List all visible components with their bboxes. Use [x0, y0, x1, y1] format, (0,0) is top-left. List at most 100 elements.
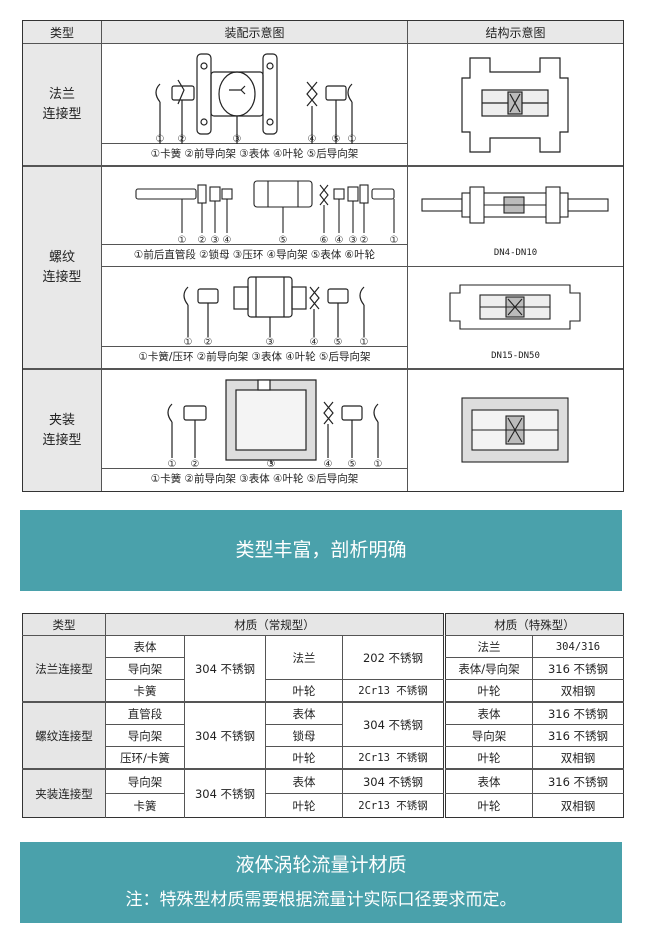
features-banner-title: 类型丰富，剖析明确 [235, 539, 407, 561]
thread-material-body: 304 不锈钢 [362, 717, 424, 732]
thread-special-material-2: 316 不锈钢 [547, 728, 609, 743]
clamp-material-a: 304 不锈钢 [194, 786, 256, 801]
flange-part-flange: 法兰 [292, 650, 316, 665]
thread-large-part-num-3: ③ [266, 337, 275, 348]
thread-small-assembly-drawing: ① ② ③ ④ ⑤ ⑥ ④ ③ ② ① [135, 180, 399, 246]
clamp-part-circlip: 卡簧 [133, 798, 157, 813]
clamp-structure-drawing [461, 397, 569, 463]
mat-type-thread: 螺纹连接型 [23, 703, 105, 768]
flange-part-circlip: 卡簧 [133, 683, 157, 698]
mat-type-flange: 法兰连接型 [23, 636, 105, 701]
flange-special-material-1: 304/316 [555, 640, 601, 653]
thread-part-pipe: 直管段 [127, 706, 163, 721]
clamp-part-num-4: ④ [324, 459, 333, 470]
thread-small-part-num-2: ② [198, 235, 207, 246]
mat-type-clamp: 夹装连接型 [23, 770, 105, 817]
flange-assembly-drawing: ① ② ③ ④ ⑤ ① [155, 53, 357, 145]
clamp-part-guide: 导向架 [127, 774, 163, 789]
flange-material-impeller: 2Cr13 不锈钢 [358, 685, 428, 697]
clamp-special-part-2: 叶轮 [477, 798, 501, 813]
clamp-material-body: 304 不锈钢 [362, 774, 424, 789]
thread-special-part-2: 导向架 [471, 728, 507, 743]
clamp-part-impeller: 叶轮 [292, 798, 316, 813]
type-thread-line2: 连接型 [42, 269, 82, 285]
clamp-part-num-3: ③ [267, 459, 276, 470]
thread-large-assembly-drawing: ① ② ③ ④ ⑤ ① [183, 276, 368, 348]
type-clamp-line2: 连接型 [42, 432, 82, 448]
type-clamp-line1: 夹装 [48, 412, 75, 428]
material-banner: 液体涡轮流量计材质 注：特殊型材质需要根据流量计实际口径要求而定。 [20, 842, 622, 923]
clamp-special-material-1: 316 不锈钢 [547, 774, 609, 789]
thread-small-part-num-7: ④ [335, 235, 344, 246]
thread-small-part-num-8: ③ [349, 235, 358, 246]
thread-small-part-num-9: ② [360, 235, 369, 246]
legend-flange: ①卡簧 ②前导向架 ③表体 ④叶轮 ⑤后导向架 [150, 148, 359, 160]
flange-special-part-1: 法兰 [477, 639, 501, 654]
thread-special-part-1: 表体 [477, 706, 501, 721]
flange-special-material-2: 316 不锈钢 [547, 661, 609, 676]
flange-part-num-1: ① [156, 134, 165, 145]
legend-thread-small: ①前后直管段 ②锁母 ③压环 ④导向架 ⑤表体 ⑥叶轮 [133, 249, 376, 261]
header-type: 类型 [23, 21, 101, 43]
flange-part-num-4: ④ [308, 134, 317, 145]
clamp-assembly-drawing: ① ② ③ ④ ⑤ ① [167, 379, 383, 470]
clamp-part-num-1: ① [168, 459, 177, 470]
thread-small-part-num-5: ⑤ [279, 235, 288, 246]
thread-part-guide: 导向架 [127, 728, 163, 743]
type-clamp: 夹装 连接型 [23, 370, 101, 491]
flange-part-num-6: ① [348, 134, 357, 145]
thread-small-part-num-10: ① [390, 235, 399, 246]
flange-special-material-3: 双相钢 [560, 683, 596, 698]
flange-material-a: 304 不锈钢 [194, 661, 256, 676]
legend-thread-large: ①卡簧/压环 ②前导向架 ③表体 ④叶轮 ⑤后导向架 [138, 351, 371, 363]
legend-clamp: ①卡簧 ②前导向架 ③表体 ④叶轮 ⑤后导向架 [150, 473, 359, 485]
flange-part-guide: 导向架 [127, 661, 163, 676]
thread-special-material-1: 316 不锈钢 [547, 706, 609, 721]
clamp-material-impeller: 2Cr13 不锈钢 [358, 800, 428, 812]
thread-material-a: 304 不锈钢 [194, 728, 256, 743]
flange-special-part-3: 叶轮 [477, 683, 501, 698]
flange-structure-drawing [461, 57, 569, 153]
thread-part-body: 表体 [292, 706, 316, 721]
thread-large-part-num-1: ① [184, 337, 193, 348]
thread-part-nut: 锁母 [292, 728, 316, 743]
thread-small-structure-drawing [421, 186, 609, 224]
material-banner-note: 注：特殊型材质需要根据流量计实际口径要求而定。 [125, 890, 517, 910]
clamp-part-body: 表体 [292, 774, 316, 789]
flange-part-num-3: ③ [233, 134, 242, 145]
thread-small-part-num-3: ③ [211, 235, 220, 246]
thread-small-part-num-6: ⑥ [320, 235, 329, 246]
clamp-special-material-2: 双相钢 [560, 798, 596, 813]
thread-special-part-3: 叶轮 [477, 750, 501, 765]
clamp-part-num-2: ② [191, 459, 200, 470]
structure-label-dn15-dn50: DN15-DN50 [491, 351, 540, 361]
clamp-part-num-5: ⑤ [348, 459, 357, 470]
thread-large-part-num-5: ⑤ [334, 337, 343, 348]
mat-header-special: 材质（特殊型） [446, 614, 623, 635]
type-flange: 法兰 连接型 [23, 44, 101, 165]
thread-part-impeller: 叶轮 [292, 750, 316, 765]
type-flange-line2: 连接型 [42, 106, 82, 122]
flange-part-impeller: 叶轮 [292, 683, 316, 698]
flange-part-body: 表体 [133, 639, 157, 654]
type-thread-line1: 螺纹 [48, 249, 75, 265]
clamp-part-num-6: ① [374, 459, 383, 470]
thread-material-impeller: 2Cr13 不锈钢 [358, 752, 428, 764]
mat-header-type: 类型 [23, 614, 105, 635]
material-banner-title: 液体涡轮流量计材质 [235, 854, 407, 876]
thread-small-part-num-4: ④ [223, 235, 232, 246]
features-banner: 类型丰富，剖析明确 [20, 510, 622, 591]
thread-part-ring: 压环/卡簧 [120, 750, 170, 765]
thread-large-structure-drawing [449, 284, 581, 330]
type-flange-line1: 法兰 [48, 86, 75, 102]
flange-special-part-2: 表体/导向架 [458, 661, 520, 676]
flange-part-num-2: ② [178, 134, 187, 145]
material-table: 类型 材质（常规型） 材质（特殊型） 法兰连接型 表体 导向架 卡簧 304 不… [22, 613, 624, 818]
thread-small-part-num-1: ① [178, 235, 187, 246]
flange-part-num-5: ⑤ [332, 134, 341, 145]
assembly-diagram-table: 类型 装配示意图 结构示意图 法兰 连接型 螺纹 连接型 夹装 连接型 ①卡簧 … [22, 20, 624, 492]
type-thread: 螺纹 连接型 [23, 167, 101, 368]
flange-material-flange: 202 不锈钢 [362, 650, 424, 665]
header-structure: 结构示意图 [408, 21, 623, 43]
mat-header-regular: 材质（常规型） [106, 614, 443, 635]
